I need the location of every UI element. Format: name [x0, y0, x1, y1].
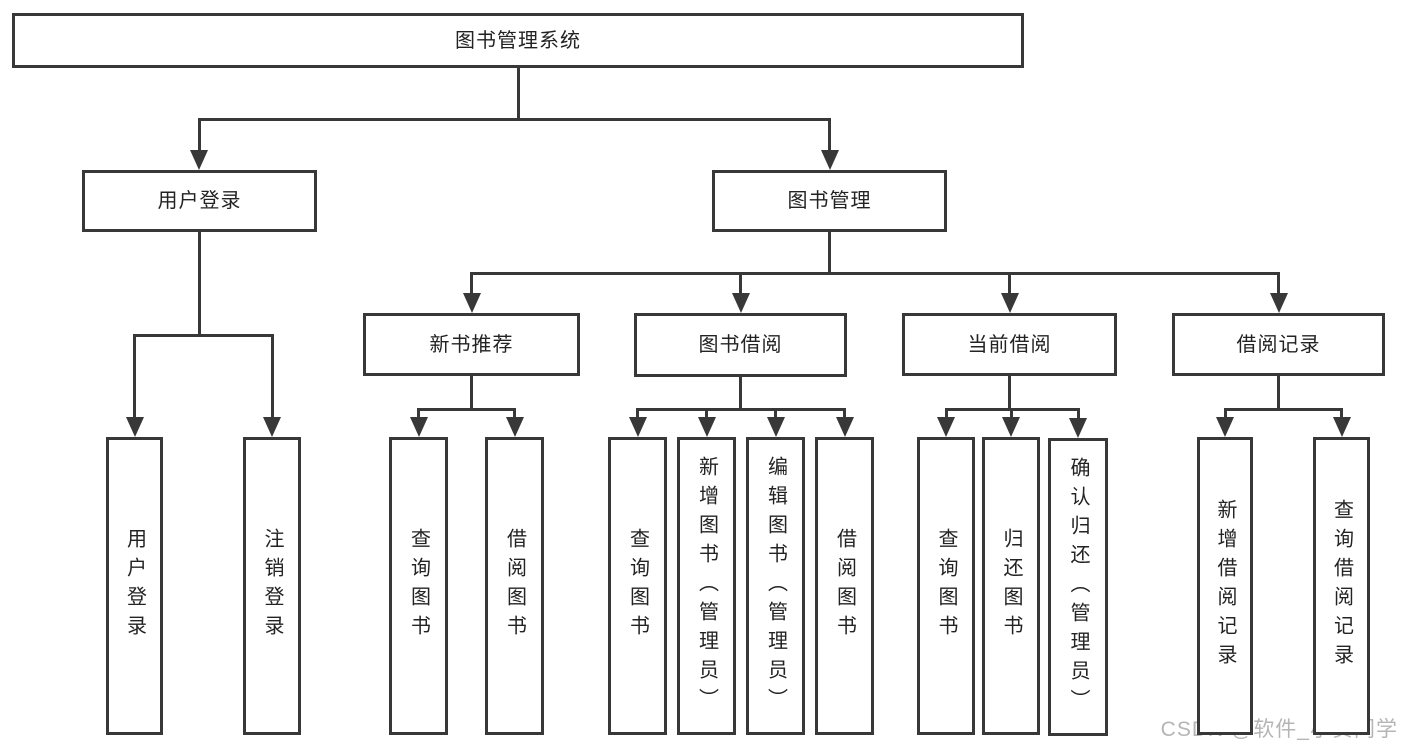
connector-line	[1008, 272, 1011, 294]
node-cb-query-books: 查询图书	[917, 437, 975, 735]
connector-line	[1009, 408, 1013, 418]
arrow-down-icon	[697, 417, 716, 437]
connector-line	[470, 272, 1280, 275]
arrow-down-icon	[409, 417, 428, 437]
node-bb-query-books: 查询图书	[608, 437, 667, 735]
connector-line	[133, 334, 274, 337]
connector-line	[739, 377, 742, 411]
node-bb-borrow-books: 借阅图书	[815, 437, 874, 735]
node-nbr-query-books: 查询图书	[389, 437, 448, 735]
connector-line	[133, 334, 136, 418]
connector-line	[470, 376, 473, 411]
arrow-down-icon	[125, 417, 144, 437]
connector-line	[828, 118, 831, 151]
node-br-query-record: 查询借阅记录	[1313, 437, 1370, 735]
arrow-down-icon	[190, 150, 208, 170]
arrow-down-icon	[1332, 417, 1351, 437]
connector-line	[197, 232, 201, 337]
arrow-down-icon	[1269, 293, 1288, 313]
arrow-down-icon	[1000, 293, 1019, 313]
node-borrowing-records: 借阅记录	[1172, 313, 1385, 376]
connector-line	[636, 408, 639, 418]
connector-line	[1277, 272, 1280, 294]
connector-line	[739, 272, 742, 294]
arrow-down-icon	[505, 417, 524, 437]
node-nbr-borrow-books: 借阅图书	[485, 437, 544, 735]
connector-line	[843, 408, 846, 418]
arrow-down-icon	[937, 417, 955, 437]
arrow-down-icon	[835, 417, 854, 437]
connector-line	[1223, 408, 1343, 411]
node-bb-add-books: 新增图书（管理员）	[677, 437, 736, 735]
arrow-down-icon	[1069, 418, 1087, 438]
connector-line	[774, 408, 777, 418]
node-user-login: 用户登录	[106, 437, 163, 735]
connector-line	[197, 118, 201, 151]
arrow-down-icon	[731, 293, 750, 313]
connector-line	[1340, 408, 1343, 418]
arrow-down-icon	[766, 417, 785, 437]
connector-line	[417, 408, 420, 418]
node-cb-return-books: 归还图书	[982, 437, 1040, 735]
arrow-down-icon	[462, 293, 481, 313]
connector-line	[470, 272, 473, 294]
arrow-down-icon	[628, 417, 647, 437]
node-book-borrowing: 图书借阅	[634, 313, 847, 377]
connector-line	[516, 68, 520, 121]
node-login-module: 用户登录	[82, 170, 317, 232]
arrow-down-icon	[1216, 417, 1234, 437]
node-book-management: 图书管理	[712, 170, 947, 232]
node-bb-edit-books: 编辑图书（管理员）	[746, 437, 805, 735]
connector-line	[1076, 408, 1080, 419]
connector-line	[1008, 376, 1011, 411]
connector-line	[705, 408, 708, 418]
connector-line	[636, 408, 846, 411]
node-current-borrowing: 当前借阅	[902, 313, 1117, 376]
node-logout: 注销登录	[243, 437, 301, 735]
connector-line	[417, 408, 516, 411]
connector-line	[1223, 408, 1227, 418]
connector-line	[197, 118, 831, 121]
arrow-down-icon	[263, 417, 281, 437]
node-new-book-recommend: 新书推荐	[363, 313, 580, 376]
arrow-down-icon	[1002, 417, 1020, 437]
arrow-down-icon	[820, 150, 839, 170]
connector-line	[828, 232, 831, 275]
connector-line	[1277, 376, 1280, 411]
node-library-system: 图书管理系统	[12, 13, 1024, 68]
connector-line	[270, 334, 274, 418]
node-cb-confirm-return: 确认归还（管理员）	[1048, 438, 1108, 736]
connector-line	[944, 408, 948, 418]
connector-line	[513, 408, 516, 418]
node-br-add-record: 新增借阅记录	[1197, 437, 1253, 735]
